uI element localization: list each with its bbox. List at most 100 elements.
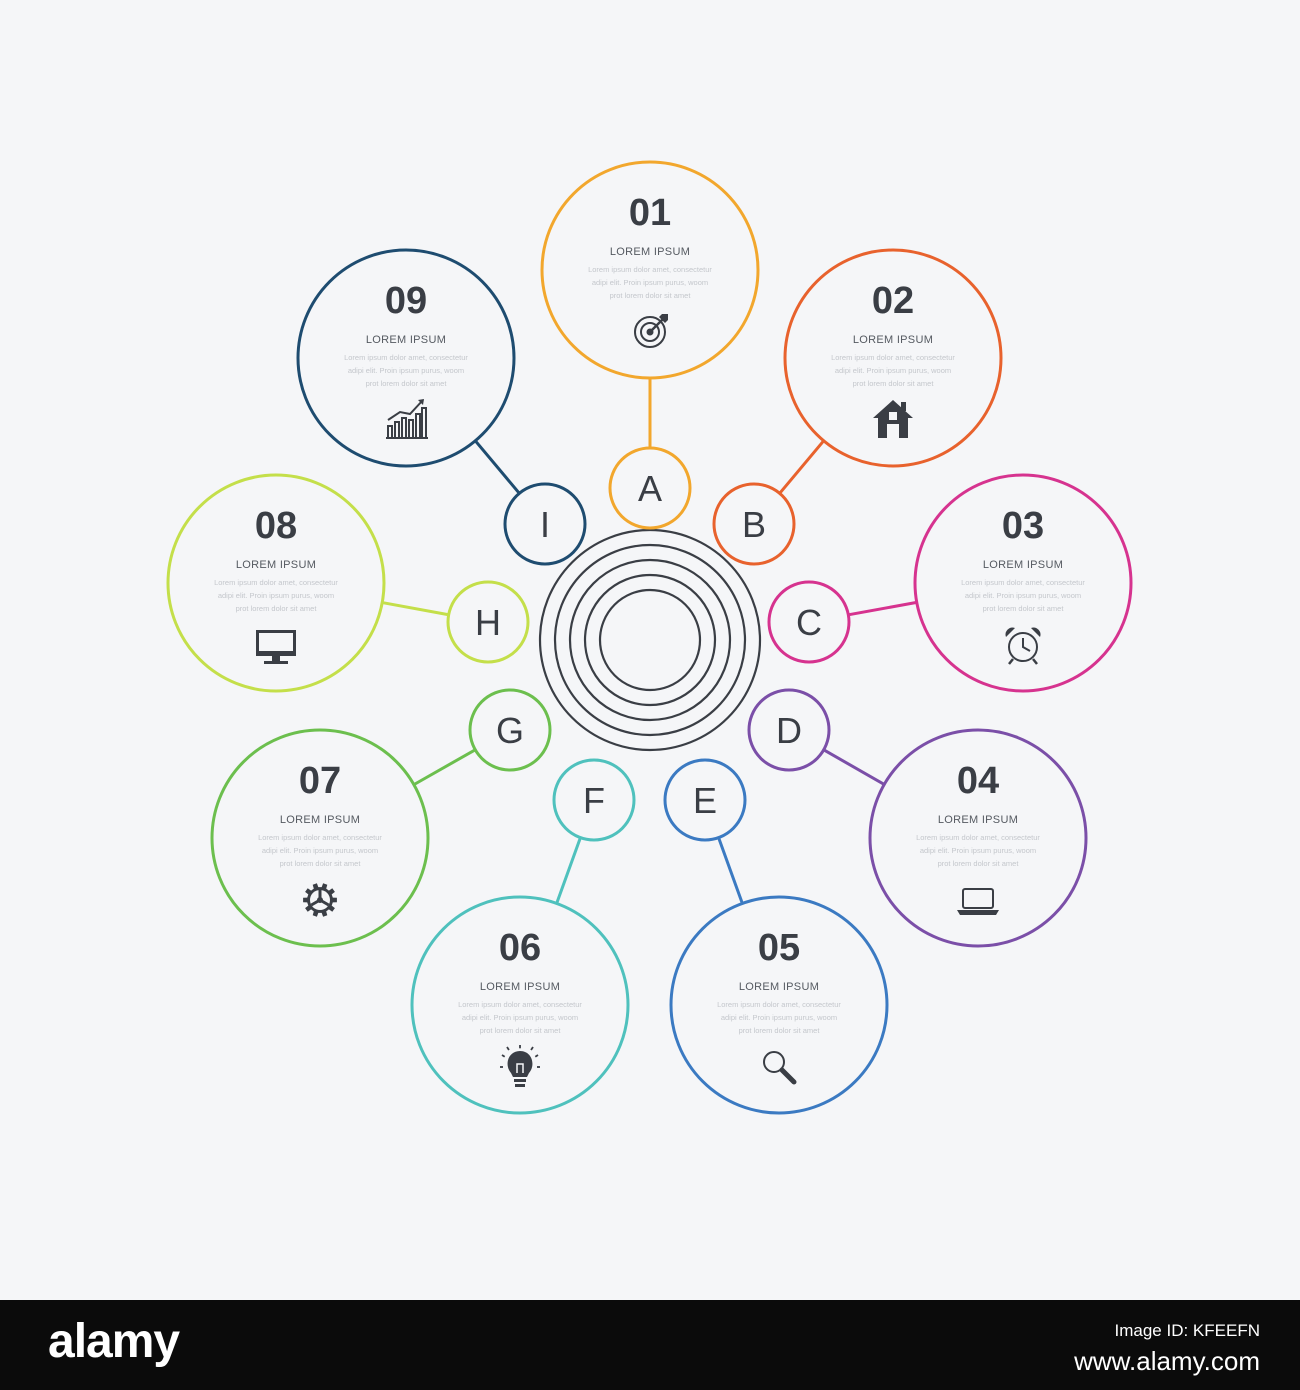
step-body-line: prot lorem dolor sit amet	[983, 604, 1065, 613]
watermark-bar: alamy Image ID: KFEEFN www.alamy.com	[0, 1300, 1300, 1390]
center-ring	[583, 573, 717, 707]
letter-circle-outline	[446, 580, 530, 664]
letter-circle-outline	[468, 688, 552, 772]
step-body-line: adipi elit. Proin ipsum purus, woom	[920, 846, 1036, 855]
info-circle-outline	[669, 895, 889, 1115]
connector-line	[555, 837, 582, 904]
step-body-line: adipi elit. Proin ipsum purus, woom	[218, 591, 334, 600]
connector-lines	[381, 378, 918, 904]
letter-circle-A: A	[608, 446, 692, 530]
letter-label: D	[776, 710, 802, 751]
letter-circle-G: G	[468, 688, 552, 772]
info-circle-outline	[296, 248, 516, 468]
step-number: 09	[385, 280, 427, 322]
letter-circle-F: F	[552, 758, 636, 842]
step-heading: LOREM IPSUM	[610, 246, 690, 258]
step-body-line: Lorem ipsum dolor amet, consectetur	[214, 578, 338, 587]
step-body-line: Lorem ipsum dolor amet, consectetur	[717, 1000, 841, 1009]
letter-label: I	[540, 504, 550, 545]
step-number: 07	[299, 760, 341, 802]
step-body-line: adipi elit. Proin ipsum purus, woom	[721, 1013, 837, 1022]
step-body-line: prot lorem dolor sit amet	[853, 379, 935, 388]
letter-label: F	[583, 780, 605, 821]
letter-circle-outline	[503, 482, 587, 566]
step-number: 01	[629, 192, 671, 234]
target-icon	[634, 314, 668, 348]
letter-circle-outline	[663, 758, 747, 842]
letter-circle-H: H	[446, 580, 530, 664]
step-body-line: prot lorem dolor sit amet	[480, 1026, 562, 1035]
step-body-line: Lorem ipsum dolor amet, consectetur	[831, 353, 955, 362]
step-body-line: Lorem ipsum dolor amet, consectetur	[458, 1000, 582, 1009]
step-body-line: prot lorem dolor sit amet	[938, 859, 1020, 868]
info-circle-outline	[540, 160, 760, 380]
info-circle-outline	[166, 473, 386, 693]
monitor-icon	[256, 630, 296, 664]
house-icon	[873, 400, 913, 438]
bar-chart-icon	[386, 399, 428, 439]
step-body-line: prot lorem dolor sit amet	[236, 604, 318, 613]
step-body-line: adipi elit. Proin ipsum purus, woom	[348, 366, 464, 375]
step-heading: LOREM IPSUM	[236, 559, 316, 571]
step-body-line: adipi elit. Proin ipsum purus, woom	[965, 591, 1081, 600]
laptop-icon	[957, 888, 999, 915]
step-body-line: Lorem ipsum dolor amet, consectetur	[916, 833, 1040, 842]
step-body-line: Lorem ipsum dolor amet, consectetur	[258, 833, 382, 842]
center-ring	[568, 558, 732, 722]
step-heading: LOREM IPSUM	[366, 334, 446, 346]
letter-circle-outline	[552, 758, 636, 842]
center-concentric-rings	[538, 528, 762, 752]
watermark-meta: Image ID: KFEEFN www.alamy.com	[1074, 1316, 1260, 1376]
center-ring	[538, 528, 762, 752]
info-circle-outline	[783, 248, 1003, 468]
step-body-line: prot lorem dolor sit amet	[739, 1026, 821, 1035]
step-heading: LOREM IPSUM	[983, 559, 1063, 571]
letter-circle-outline	[712, 482, 796, 566]
letter-circle-B: B	[712, 482, 796, 566]
step-body-line: prot lorem dolor sit amet	[366, 379, 448, 388]
step-number: 06	[499, 927, 541, 969]
step-heading: LOREM IPSUM	[739, 981, 819, 993]
letter-label: H	[475, 602, 501, 643]
connector-line	[848, 600, 918, 617]
magnifier-icon	[763, 1051, 797, 1085]
step-heading: LOREM IPSUM	[938, 814, 1018, 826]
letter-circle-outline	[608, 446, 692, 530]
step-body-line: Lorem ipsum dolor amet, consectetur	[961, 578, 1085, 587]
step-body-line: adipi elit. Proin ipsum purus, woom	[835, 366, 951, 375]
letter-circle-D: D	[747, 688, 831, 772]
step-body-line: prot lorem dolor sit amet	[280, 859, 362, 868]
step-number: 04	[957, 760, 999, 802]
connector-line	[381, 601, 449, 617]
step-body-line: prot lorem dolor sit amet	[610, 291, 692, 300]
step-heading: LOREM IPSUM	[480, 981, 560, 993]
letter-circle-outline	[767, 580, 851, 664]
step-number: 03	[1002, 505, 1044, 547]
letter-circle-C: C	[767, 580, 851, 664]
connector-line	[474, 439, 521, 495]
alarm-clock-icon	[1005, 627, 1041, 665]
connector-line	[717, 837, 744, 904]
letter-label: G	[496, 710, 524, 751]
info-circle-outline	[410, 895, 630, 1115]
connector-line	[822, 748, 885, 786]
step-body-line: adipi elit. Proin ipsum purus, woom	[462, 1013, 578, 1022]
letter-circles: ABC DE F G H I	[446, 446, 851, 842]
letter-circle-E: E	[663, 758, 747, 842]
step-number: 02	[872, 280, 914, 322]
info-circle-outline	[913, 473, 1133, 693]
letter-circle-I: I	[503, 482, 587, 566]
step-number: 05	[758, 927, 800, 969]
step-body-line: Lorem ipsum dolor amet, consectetur	[344, 353, 468, 362]
connector-line	[778, 439, 825, 495]
